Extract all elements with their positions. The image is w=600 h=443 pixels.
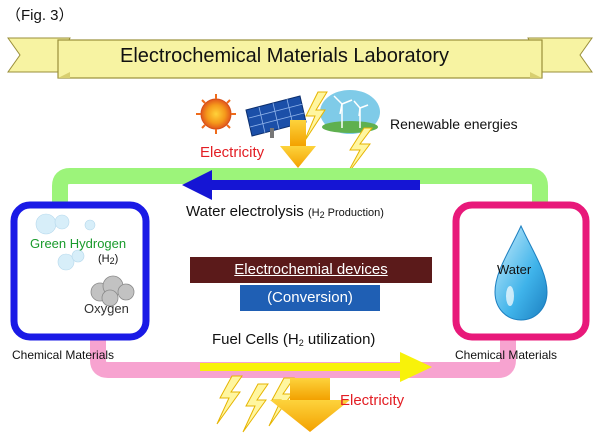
banner-title: Electrochemical Materials Laboratory bbox=[120, 45, 450, 67]
water-label: Water bbox=[497, 262, 532, 277]
conversion-label: (Conversion) bbox=[267, 289, 353, 306]
electrolysis-note-post: Production) bbox=[324, 207, 384, 219]
h2-pre: (H bbox=[98, 253, 110, 265]
electrolysis-note: (H2 Production) bbox=[307, 207, 384, 220]
figure-label: （Fig. 3） bbox=[6, 7, 74, 24]
sun-icon bbox=[196, 94, 236, 134]
chemical-materials-left: Chemical Materials bbox=[12, 348, 115, 362]
electrolysis-arrow bbox=[182, 170, 420, 200]
fuelcells-sub: 2 bbox=[298, 338, 304, 348]
fuelcell-arrow bbox=[200, 352, 432, 382]
lightning-bolt-icon bbox=[303, 91, 373, 177]
green-hydrogen-label: Green Hydrogen bbox=[30, 236, 127, 251]
chemical-materials-right: Chemical Materials bbox=[455, 348, 558, 362]
oxygen-cloud-icon bbox=[90, 275, 135, 307]
fuelcells-label: Fuel Cells (H2 utilization) bbox=[212, 331, 375, 348]
top-loop-band bbox=[52, 168, 548, 210]
devices-label-bg bbox=[190, 257, 432, 283]
oxygen-label: Oxygen bbox=[84, 301, 129, 316]
electrolysis-note-sub: 2 bbox=[319, 210, 325, 220]
conversion-label-bg bbox=[240, 285, 380, 311]
electrolysis-note-pre: (H bbox=[307, 207, 320, 219]
h2-post: ) bbox=[114, 253, 119, 265]
electricity-arrow-bottom bbox=[270, 378, 350, 432]
electricity-label-top: Electricity bbox=[200, 144, 265, 161]
fuelcells-pre: Fuel Cells (H bbox=[212, 331, 299, 348]
renewable-energies-label: Renewable energies bbox=[390, 116, 518, 132]
electrochemical-devices-label: Electrochemial devices bbox=[234, 261, 388, 278]
h2-label: (H2) bbox=[98, 253, 118, 266]
h2-sub: 2 bbox=[109, 256, 115, 266]
left-box bbox=[10, 201, 150, 341]
wind-turbine-icon bbox=[320, 90, 380, 134]
electrolysis-label: Water electrolysis (H2 Production) bbox=[186, 203, 384, 220]
electricity-label-bottom: Electricity bbox=[340, 392, 405, 409]
hydrogen-bubbles-icon bbox=[35, 213, 96, 271]
title-banner bbox=[7, 37, 593, 79]
electrolysis-text: Water electrolysis bbox=[186, 203, 304, 220]
electricity-arrow-top bbox=[280, 120, 316, 168]
fuelcells-post: utilization) bbox=[303, 331, 376, 348]
